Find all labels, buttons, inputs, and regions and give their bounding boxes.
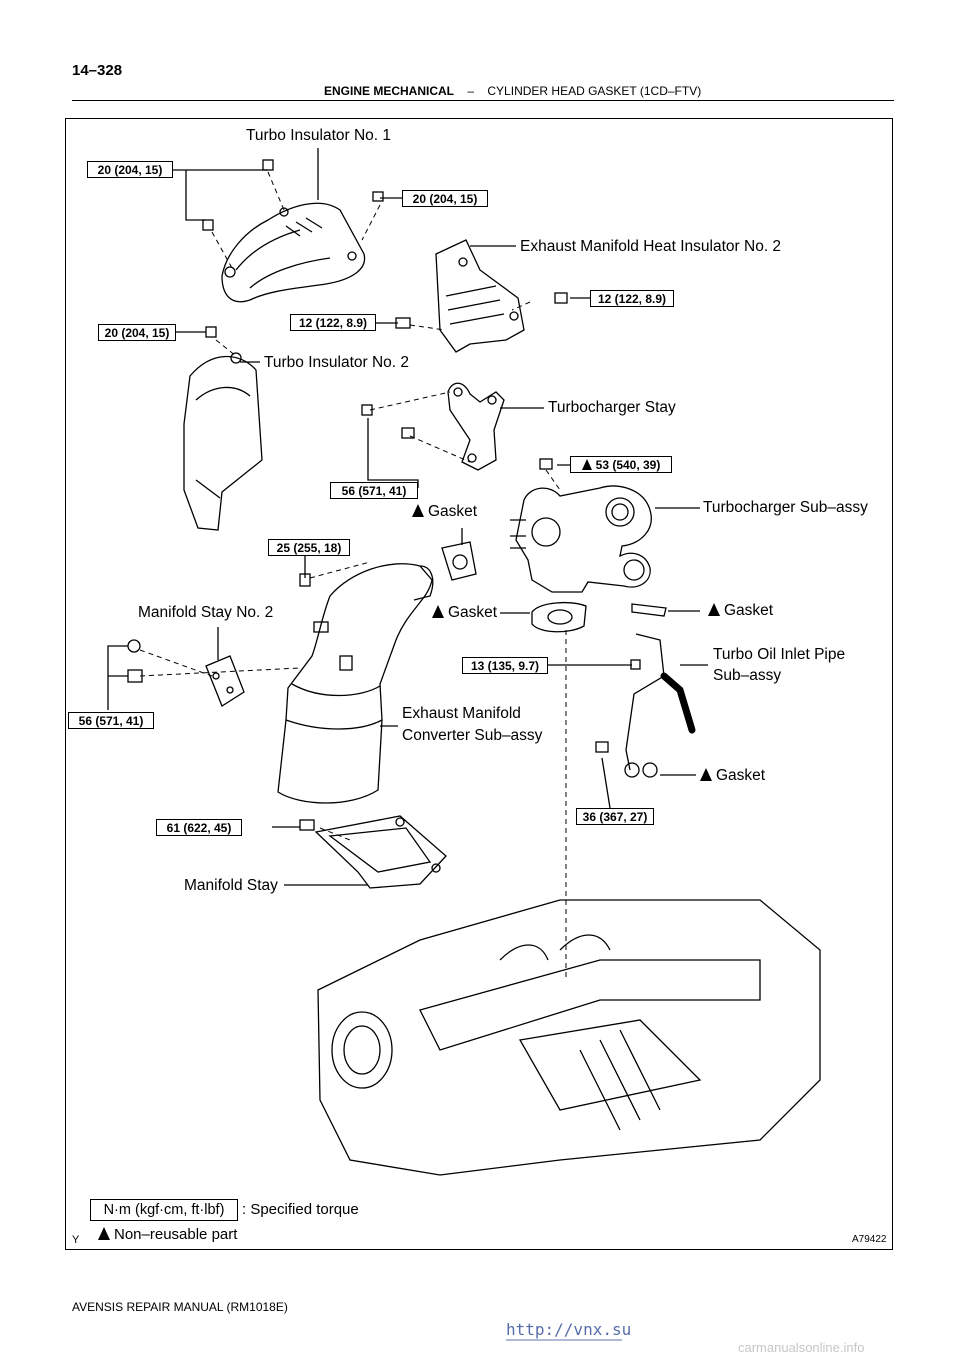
torque-box-manifold-nut: 25 (255, 18): [268, 539, 350, 556]
alignment-lines: [139, 171, 567, 980]
engine-block-part: [317, 899, 821, 1176]
gasket-text: Gasket: [724, 602, 774, 619]
label-manifold-stay-2: Manifold Stay No. 2: [138, 604, 274, 621]
header-title: ENGINE MECHANICAL – CYLINDER HEAD GASKET…: [324, 84, 701, 98]
nonreusable-mark-icon: [412, 504, 424, 517]
torque-box-heat-insulator-left: 12 (122, 8.9): [290, 314, 376, 331]
nonreusable-mark-icon: [432, 605, 444, 618]
label-gasket-manifold: Gasket: [432, 604, 497, 622]
label-exhaust-manifold-heat-insulator-2: Exhaust Manifold Heat Insulator No. 2: [520, 238, 782, 255]
torque-box-manifold-stay-2: 56 (571, 41): [68, 712, 154, 729]
turbocharger-part: [510, 485, 652, 593]
torque-value: 53 (540, 39): [595, 458, 661, 472]
legend-specified-torque: : Specified torque: [242, 1201, 359, 1218]
exhaust-manifold-converter-part: [277, 563, 434, 804]
figure-corner-mark: Y: [72, 1234, 80, 1246]
turbocharger-stay-part: [447, 382, 505, 471]
legend-nonreusable-text: Non–reusable part: [114, 1226, 238, 1243]
manifold-stay-part: [314, 815, 447, 889]
label-turbo-insulator-2: Turbo Insulator No. 2: [264, 354, 410, 371]
figure-frame: [65, 118, 893, 1250]
label-exhaust-manifold-converter-line2: Converter Sub–assy: [402, 727, 543, 744]
label-gasket-oil-pipe-lower: Gasket: [700, 767, 765, 785]
torque-box-heat-insulator-right: 12 (122, 8.9): [590, 290, 674, 307]
manifold-stay-2-part: [205, 655, 245, 707]
header-subsection: CYLINDER HEAD GASKET (1CD–FTV): [487, 84, 702, 98]
torque-box-oil-pipe-union: 13 (135, 9.7): [462, 657, 548, 674]
figure-id: A79422: [852, 1234, 887, 1245]
label-turbo-oil-inlet-pipe-line1: Turbo Oil Inlet Pipe: [713, 646, 846, 663]
legend-nonreusable: Non–reusable part: [98, 1226, 237, 1243]
gaskets: [441, 541, 667, 778]
page-number: 14–328: [72, 62, 123, 79]
nonreusable-mark-icon: [581, 459, 592, 470]
nonreusable-mark-icon: [700, 768, 712, 781]
label-turbocharger-sub-assy: Turbocharger Sub–assy: [703, 499, 868, 516]
header-rule: [72, 100, 894, 101]
label-turbocharger-stay: Turbocharger Stay: [548, 399, 676, 416]
nonreusable-mark-icon: [98, 1227, 110, 1240]
turbo-oil-inlet-pipe-part: [625, 633, 696, 771]
header-section: ENGINE MECHANICAL: [324, 84, 455, 98]
torque-box-turbo-insulator-1-left: 20 (204, 15): [87, 161, 173, 178]
torque-box-turbo-insulator-2: 20 (204, 15): [98, 324, 176, 341]
heat-insulator-2-part: [435, 239, 525, 353]
nonreusable-mark-icon: [708, 603, 720, 616]
footer-manual-title: AVENSIS REPAIR MANUAL (RM1018E): [72, 1300, 288, 1314]
turbo-insulator-2-part: [183, 352, 263, 531]
watermark-link[interactable]: http://vnx.su: [506, 1320, 632, 1339]
label-gasket-oil-pipe-upper: Gasket: [708, 602, 773, 620]
torque-box-oil-pipe-bolt: 36 (367, 27): [576, 808, 654, 825]
header-dash: –: [467, 84, 475, 98]
gasket-text: Gasket: [716, 767, 766, 784]
torque-box-turbocharger-stay: 56 (571, 41): [330, 482, 418, 499]
site-watermark: carmanualsonline.info: [738, 1340, 865, 1355]
label-manifold-stay: Manifold Stay: [184, 877, 278, 894]
label-turbo-oil-inlet-pipe-line2: Sub–assy: [713, 667, 782, 684]
label-gasket-turbo: Gasket: [412, 503, 477, 521]
torque-box-turbo-insulator-1-right: 20 (204, 15): [402, 190, 488, 207]
leader-lines: [107, 148, 708, 886]
bolts: [127, 159, 641, 831]
turbo-insulator-1-part: [221, 202, 366, 303]
label-turbo-insulator-1: Turbo Insulator No. 1: [246, 127, 392, 144]
gasket-text: Gasket: [448, 604, 498, 621]
label-exhaust-manifold-converter-line1: Exhaust Manifold: [402, 705, 521, 722]
torque-box-manifold-stay: 61 (622, 45): [156, 819, 242, 836]
torque-box-turbocharger-nut: 53 (540, 39): [570, 456, 672, 473]
gasket-text: Gasket: [428, 503, 478, 520]
legend-torque-unit-box: N·m (kgf·cm, ft·lbf): [90, 1199, 238, 1221]
